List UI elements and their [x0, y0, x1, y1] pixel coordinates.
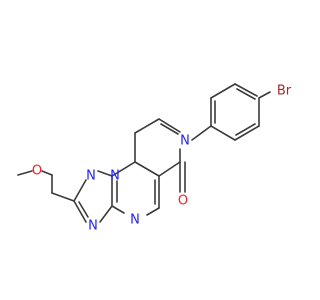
nitrogen-amide-atom: N: [180, 134, 190, 149]
bromine-atom: Br: [277, 84, 292, 99]
nitrogen-triazole-atom-1: N: [86, 169, 96, 184]
structure-canvas: Br N O N N N N O: [17, 83, 292, 234]
triazole-ring: [73, 170, 113, 223]
oxygen-carbonyl-atom: O: [178, 194, 188, 209]
methoxymethyl-group: [17, 170, 75, 202]
bromophenyl-ring: [210, 83, 271, 141]
nitrogen-triazole-atom-2: N: [88, 219, 98, 234]
nitrogen-ring-fusion-atom: N: [110, 169, 120, 184]
atom-labels: Br N O N N N N O: [32, 84, 292, 234]
molecule-structure: Br N O N N N N O: [17, 83, 292, 234]
pyrimidine-ring: [111, 161, 160, 216]
pyridinone-ring: [134, 118, 212, 193]
nitrogen-pyrimidine-atom: N: [130, 213, 140, 228]
oxygen-ether-atom: O: [32, 164, 42, 179]
